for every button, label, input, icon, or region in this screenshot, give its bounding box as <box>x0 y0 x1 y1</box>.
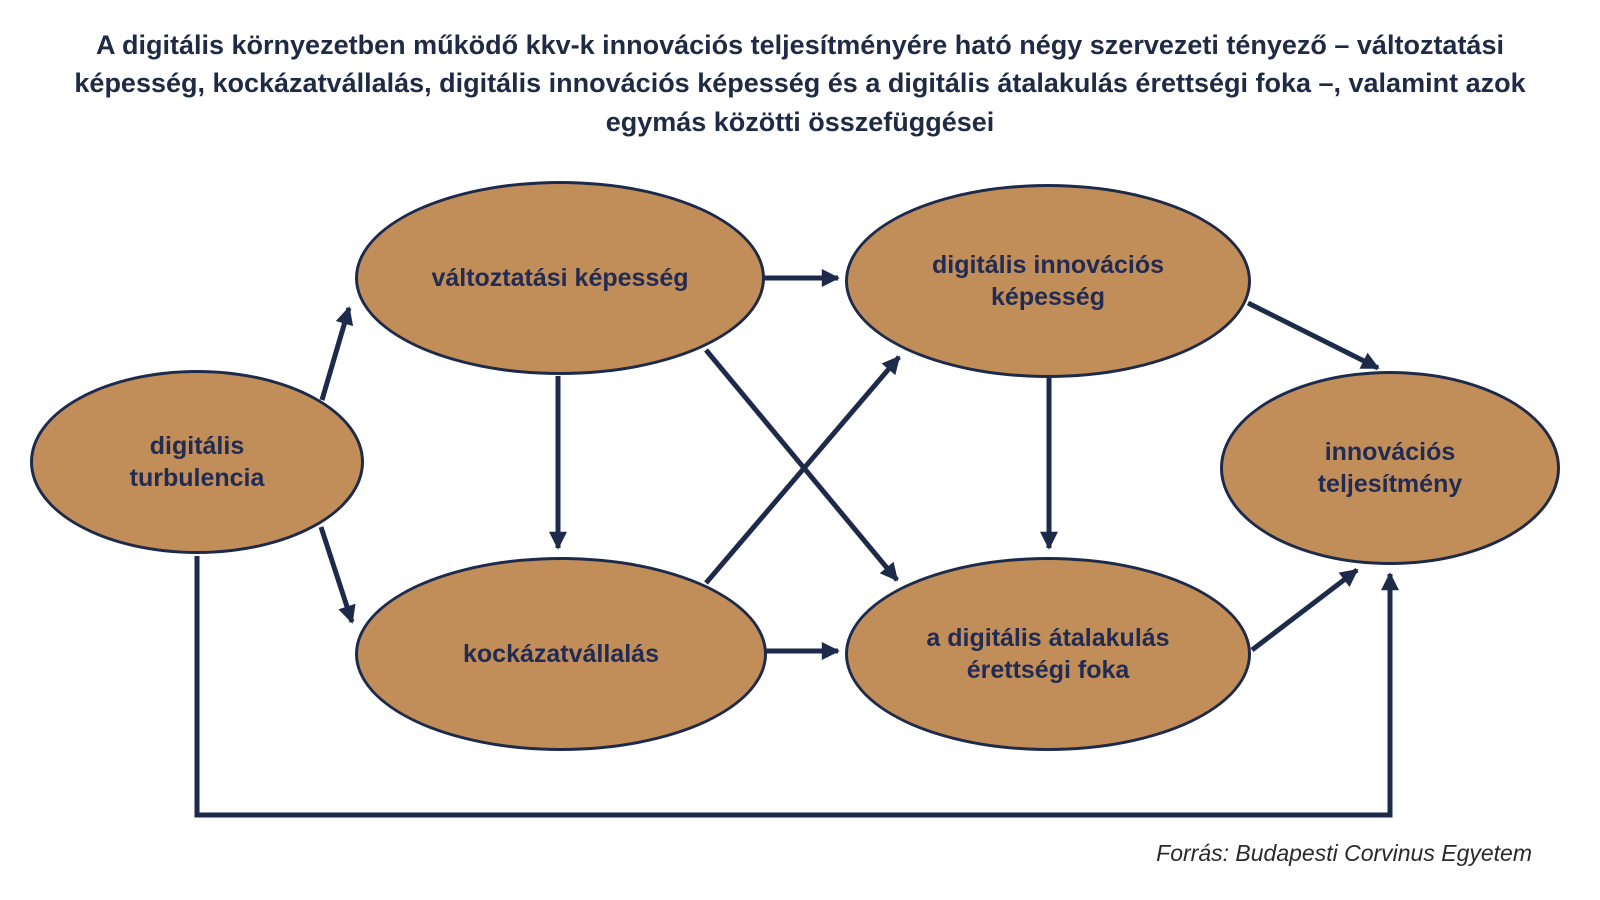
node-kockazatvallalas: kockázatvállalás <box>355 557 767 751</box>
diagram-title: A digitális környezetben működő kkv-k in… <box>74 30 1526 137</box>
edge-digitalis-turbulencia-to-kockazatvallalas <box>318 526 356 624</box>
edge-digitalis-turbulencia-to-valtoztatasi-kepesseg <box>319 306 354 401</box>
source-caption: Forrás: Budapesti Corvinus Egyetem <box>1156 840 1532 866</box>
edge-digitalis-innovacios-kepesseg-to-innovacios-teljesitmeny <box>1246 300 1380 371</box>
node-label: a digitális átalakulás érettségi foka <box>926 623 1170 685</box>
edge-kockazatvallalas-to-digitalis-innovacios-kepesseg <box>704 355 901 585</box>
node-digitalis-innovacios-kepesseg: digitális innovációs képesség <box>845 184 1251 378</box>
node-label: digitális innovációs képesség <box>932 250 1164 312</box>
node-digitalis-atalakulas-erettsegi-foka: a digitális átalakulás érettségi foka <box>845 557 1251 751</box>
edge-digitalis-atalakulas-erettsegi-foka-to-innovacios-teljesitmeny <box>1250 568 1359 652</box>
node-label: változtatási képesség <box>431 263 689 292</box>
node-label: kockázatvállalás <box>463 639 659 668</box>
node-label: digitális turbulencia <box>129 431 265 493</box>
node-digitalis-turbulencia: digitális turbulencia <box>30 370 364 554</box>
edge-digitalis-turbulencia-to-innovacios-teljesitmeny <box>194 556 1399 818</box>
node-innovacios-teljesitmeny: innovációs teljesítmény <box>1220 371 1560 565</box>
node-label: innovációs teljesítmény <box>1317 437 1463 499</box>
edge-valtoztatasi-kepesseg-to-digitalis-atalakulas-erettsegi-foka <box>704 348 899 582</box>
node-valtoztatasi-kepesseg: változtatási képesség <box>355 181 765 375</box>
